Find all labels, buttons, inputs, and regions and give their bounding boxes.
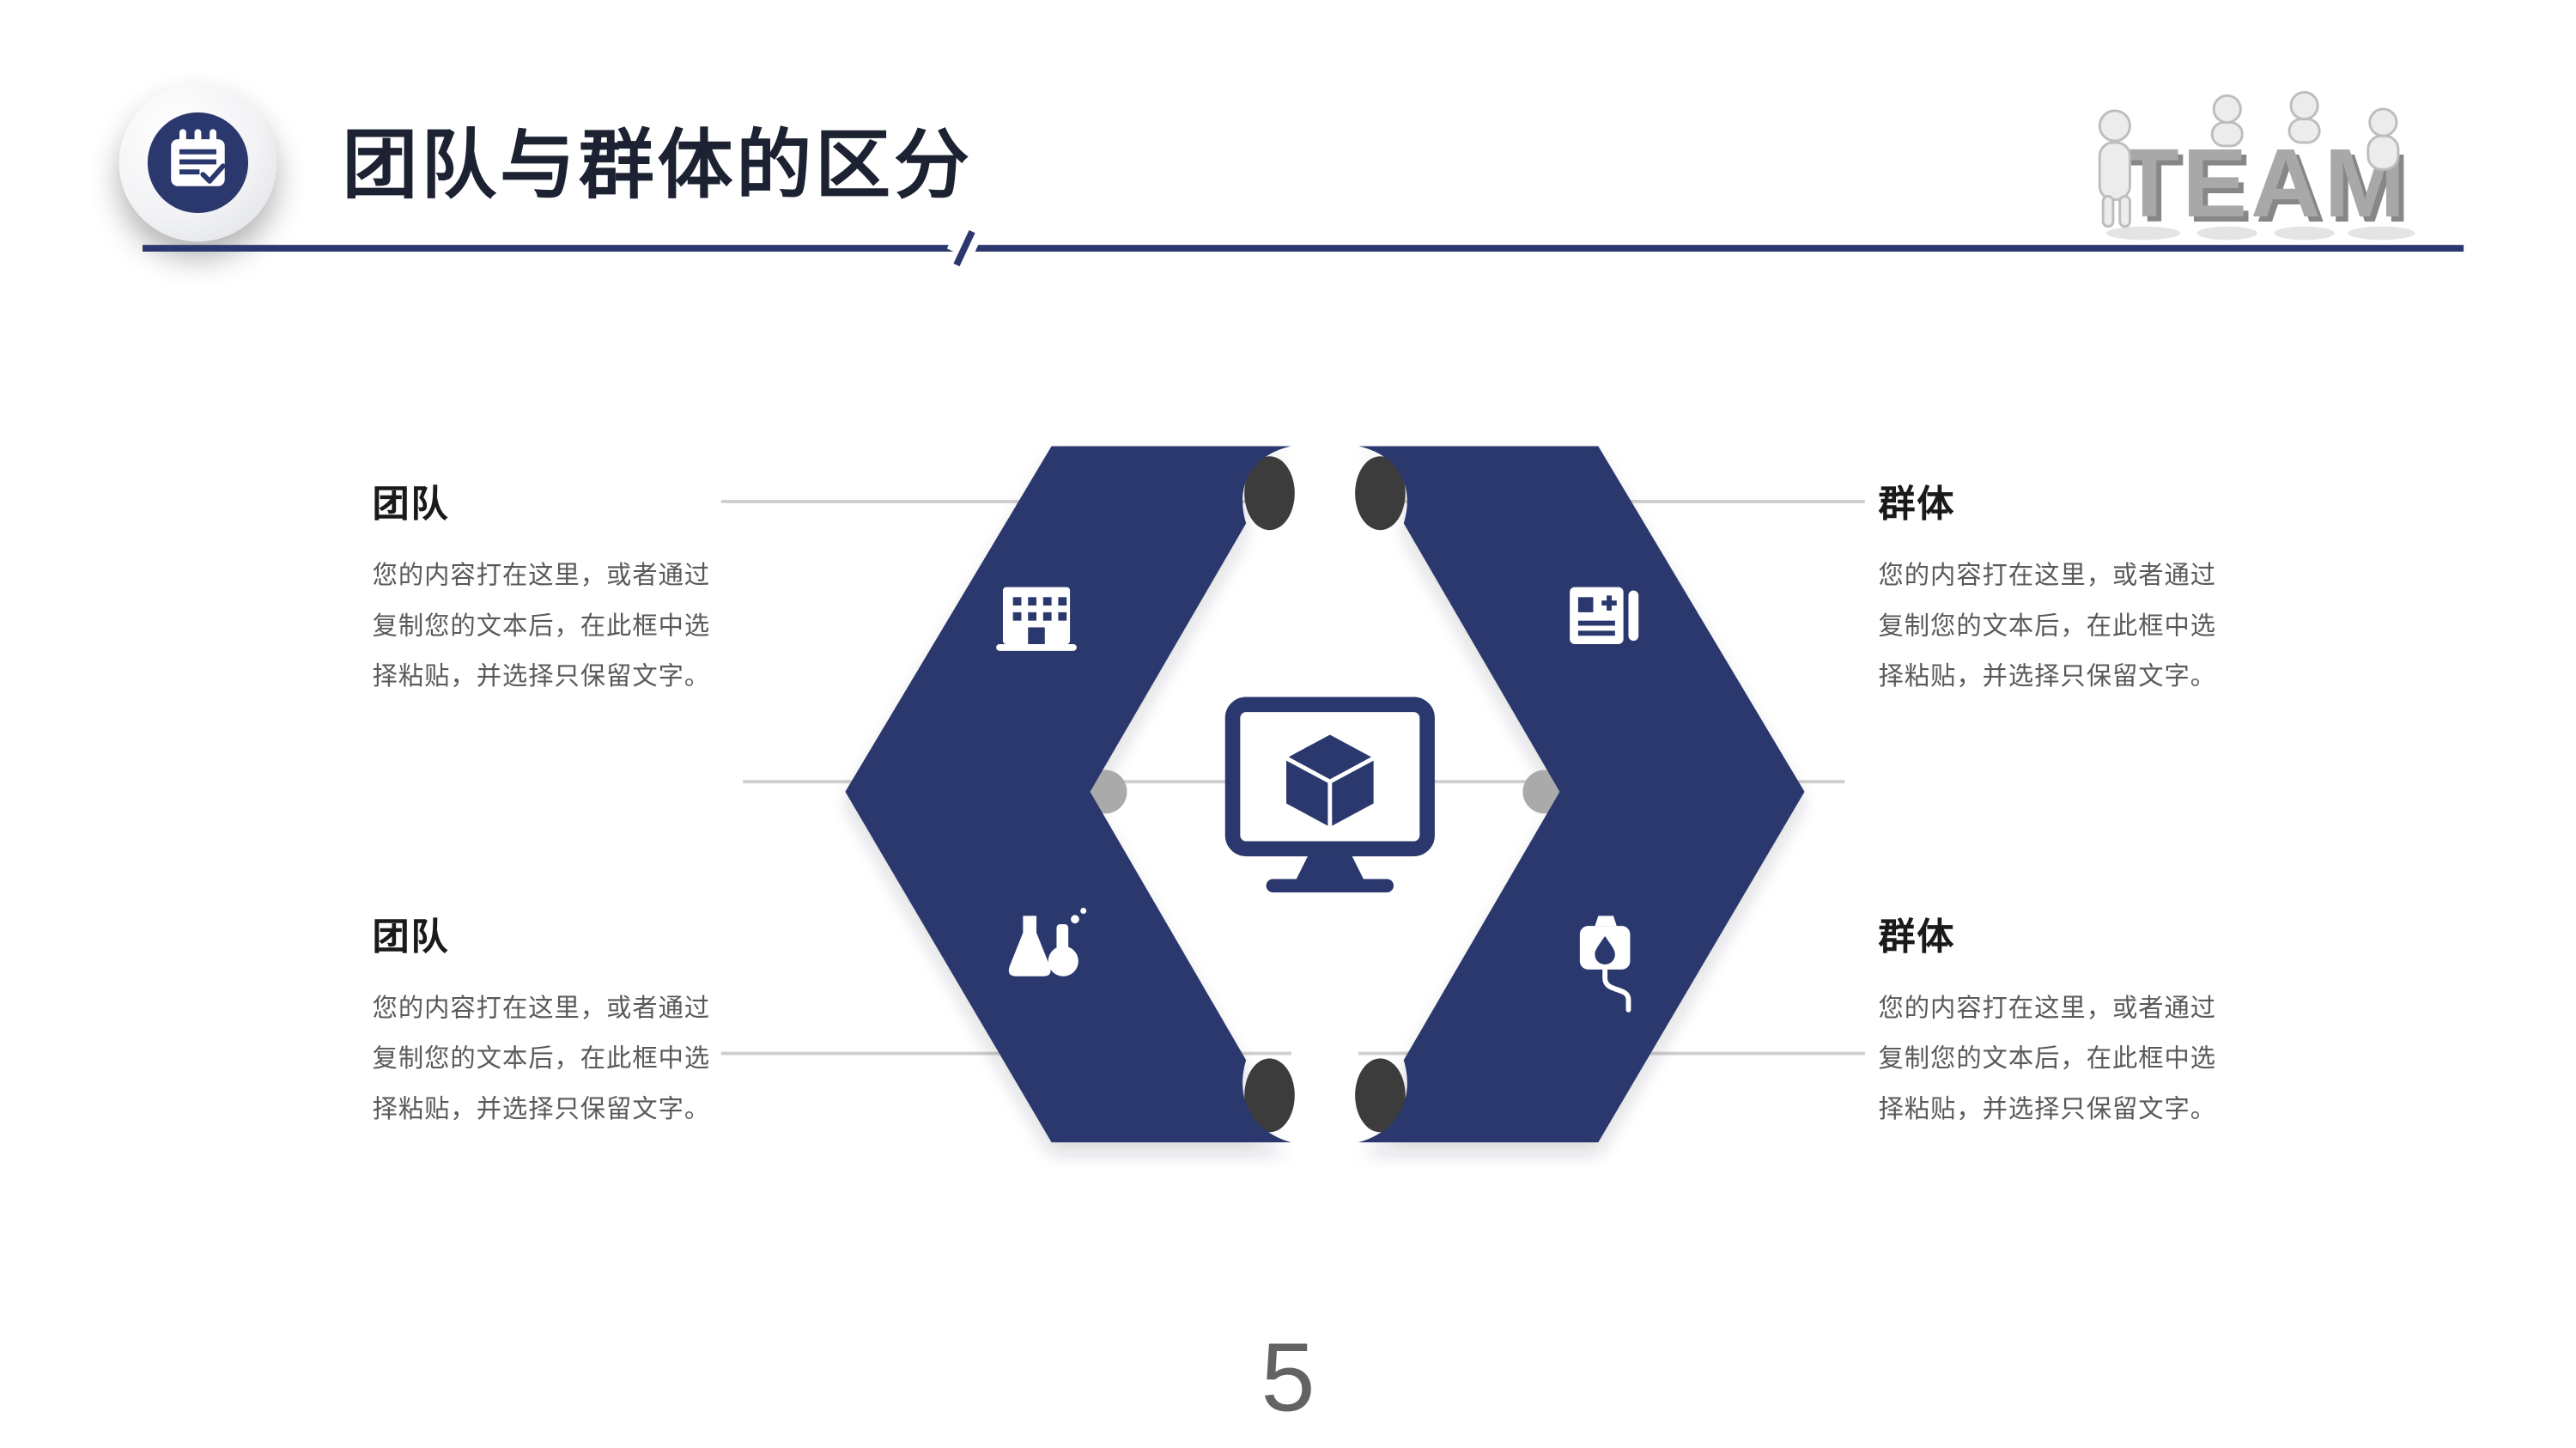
team-figure [2098,107,2400,228]
block-body: 您的内容打在这里，或者通过复制您的文本后，在此框中选择粘贴，并选择只保留文字。 [1878,562,2217,691]
chemistry-flasks-icon [1008,908,1087,976]
iv-drip-icon [1579,916,1631,1013]
block-body: 您的内容打在这里，或者通过复制您的文本后，在此框中选择粘贴，并选择只保留文字。 [372,995,711,1124]
monitor-cube-icon [1224,697,1435,893]
left-chevron-shape [845,446,1291,1143]
team-figure [2210,90,2321,148]
title-divider [143,245,2464,252]
block-heading: 团队 [372,483,450,526]
block-body: 您的内容打在这里，或者通过复制您的文本后，在此框中选择粘贴，并选择只保留文字。 [372,562,711,691]
block-heading: 团队 [372,916,450,958]
header-badge [118,83,277,242]
connector-line [720,500,1291,503]
page-number: 5 [1261,1323,1315,1433]
page-title: 团队与群体的区分 [342,122,973,209]
text-block-bottom-left: 团队 您的内容打在这里，或者通过复制您的文本后，在此框中选择粘贴，并选择只保留文… [373,908,728,1136]
header-badge-circle [147,112,249,214]
building-icon [996,587,1077,651]
svg-text:TEAM: TEAM [2124,134,2414,243]
text-block-top-left: 团队 您的内容打在这里，或者通过复制您的文本后，在此框中选择粘贴，并选择只保留文… [373,475,728,703]
svg-text:TEAM: TEAM [2119,129,2409,238]
notepad-check-icon [171,129,226,186]
block-heading: 群体 [1878,916,1956,958]
block-body: 您的内容打在这里，或者通过复制您的文本后，在此框中选择粘贴，并选择只保留文字。 [1878,995,2217,1124]
block-heading: 群体 [1878,483,1956,526]
text-block-top-right: 群体 您的内容打在这里，或者通过复制您的文本后，在此框中选择粘贴，并选择只保留文… [1879,475,2234,703]
text-block-bottom-right: 群体 您的内容打在这里，或者通过复制您的文本后，在此框中选择粘贴，并选择只保留文… [1879,908,2234,1136]
team-letters: TEAM TEAM [2119,129,2414,243]
right-chevron-shape [1358,446,1805,1143]
team-3d-graphic: TEAM TEAM [2093,76,2437,246]
id-card-icon [1570,587,1639,644]
